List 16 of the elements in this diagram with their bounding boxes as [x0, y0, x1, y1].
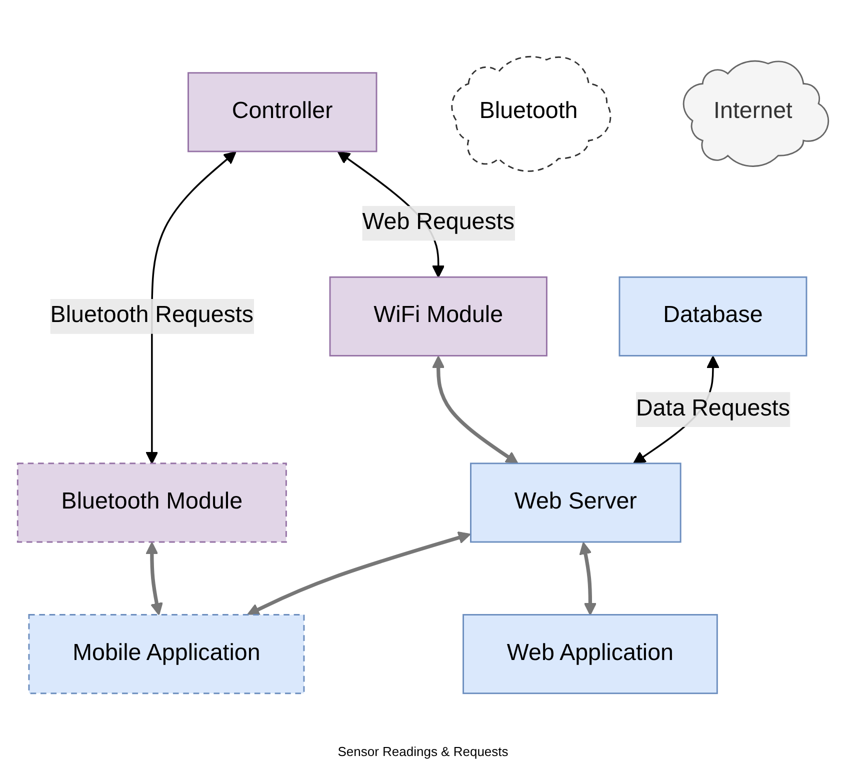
edge-label: Web Requests — [362, 210, 515, 235]
arrow — [246, 531, 471, 616]
node-box: WiFi Module — [329, 276, 548, 356]
node-box: Web Application — [462, 614, 718, 694]
node-box: Database — [618, 276, 808, 356]
edge-label: Data Requests — [636, 396, 790, 422]
arrow — [579, 542, 597, 616]
arrow — [146, 151, 236, 464]
arrow — [432, 356, 518, 464]
node-box: Web Server — [470, 462, 682, 543]
node-box: Bluetooth Module — [16, 462, 287, 543]
arrow — [146, 542, 164, 616]
edge-label: Bluetooth Requests — [50, 303, 254, 328]
note-text: Sensor Readings & Requests — [338, 744, 508, 759]
node-box: Mobile Application — [28, 614, 305, 694]
node-box: Controller — [188, 72, 378, 152]
